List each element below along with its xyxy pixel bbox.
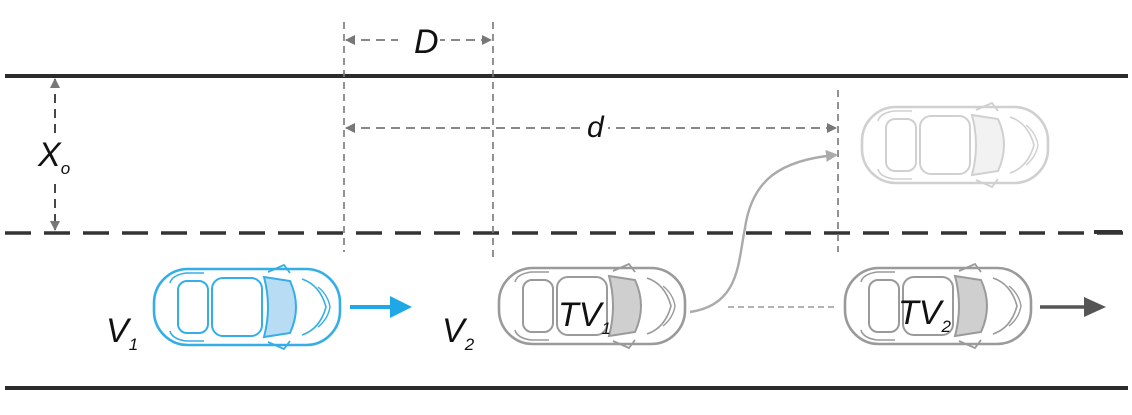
label-V1: V1 [106, 312, 138, 354]
label-D: D [414, 23, 439, 61]
label-X0: Xo [37, 136, 70, 178]
tv2-direction-arrowhead [1084, 297, 1106, 317]
car-top-view-icon [152, 263, 342, 351]
ego-direction-arrowhead [390, 296, 412, 318]
lane-change-trajectory-arrow [689, 149, 838, 314]
car-top-view-icon [860, 101, 1050, 189]
label-V2: V2 [442, 312, 475, 354]
label-TV1: TV1 [558, 296, 611, 338]
ghost-vehicle-tv1-after-lane-change [860, 101, 1050, 189]
label-d: d [587, 111, 605, 144]
ego-vehicle-v1 [152, 263, 342, 351]
label-TV2: TV2 [898, 294, 951, 336]
